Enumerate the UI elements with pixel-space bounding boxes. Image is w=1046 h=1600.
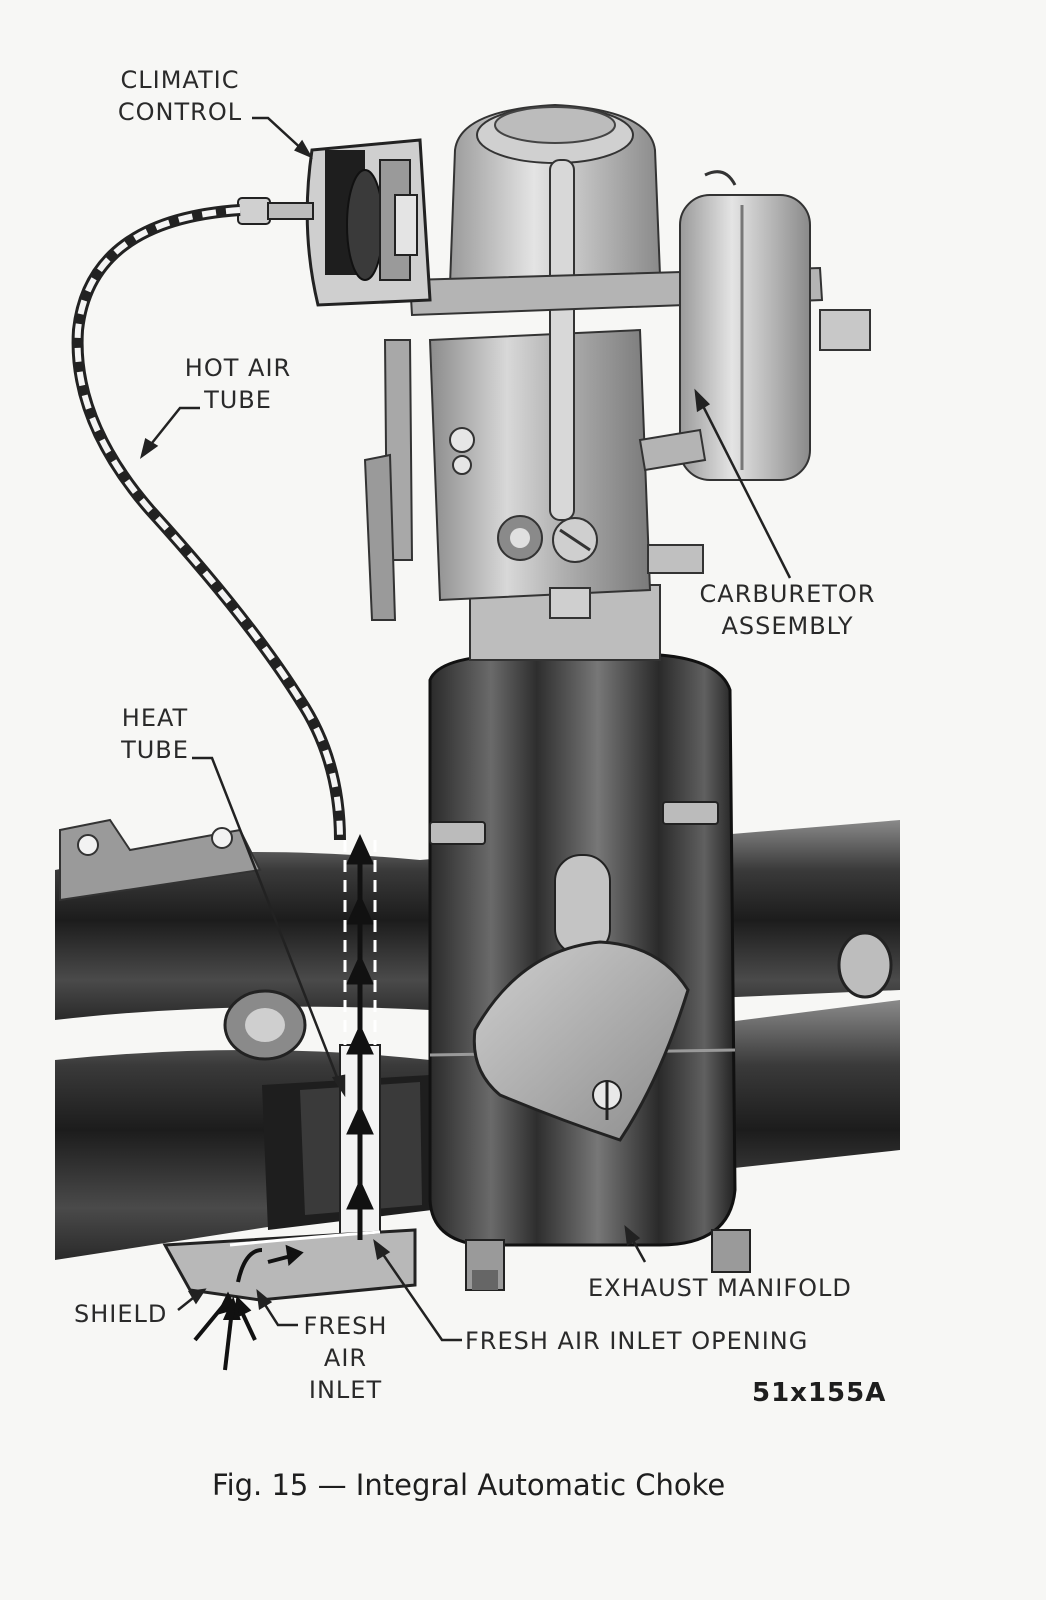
- label-climatic-control-line2: CONTROL: [117, 98, 243, 126]
- heat-tube-cutaway: [162, 833, 432, 1371]
- hot-air-tube: [71, 204, 346, 841]
- label-hot-air-tube-line2: TUBE: [204, 386, 272, 414]
- label-carburetor-assembly-line2: ASSEMBLY: [721, 612, 854, 640]
- climatic-control: [237, 138, 432, 307]
- label-fresh-air-inlet-opening: FRESH AIR INLET OPENING: [465, 1327, 809, 1355]
- figure-caption: Fig. 15 — Integral Automatic Choke: [212, 1468, 726, 1502]
- label-hot-air-tube-line1: HOT AIR: [184, 354, 292, 382]
- label-heat-tube-line1: HEAT: [121, 704, 189, 732]
- carburetor: [363, 103, 871, 661]
- leader-lines: [139, 116, 792, 1342]
- label-heat-tube-line2: TUBE: [121, 736, 189, 764]
- label-exhaust-manifold: EXHAUST MANIFOLD: [588, 1274, 852, 1302]
- label-climatic-control-line1: CLIMATIC: [120, 66, 240, 94]
- label-fresh-air-inlet-line1: FRESH: [303, 1312, 388, 1340]
- label-carburetor-assembly-line1: CARBURETOR: [699, 580, 876, 608]
- label-heat-tube: HEAT TUBE: [110, 702, 200, 766]
- figure-code: 51x155A: [752, 1378, 887, 1408]
- label-fresh-air-inlet-line3: INLET: [308, 1376, 383, 1404]
- label-climatic-control: CLIMATIC CONTROL: [105, 64, 255, 128]
- label-fresh-air-inlet-line2: AIR: [323, 1344, 368, 1372]
- label-shield: SHIELD: [74, 1300, 168, 1328]
- label-carburetor-assembly: CARBURETOR ASSEMBLY: [690, 578, 885, 642]
- label-hot-air-tube: HOT AIR TUBE: [168, 352, 308, 416]
- label-fresh-air-inlet: FRESH AIR INLET: [298, 1310, 393, 1406]
- exhaust-manifold: [428, 653, 751, 1291]
